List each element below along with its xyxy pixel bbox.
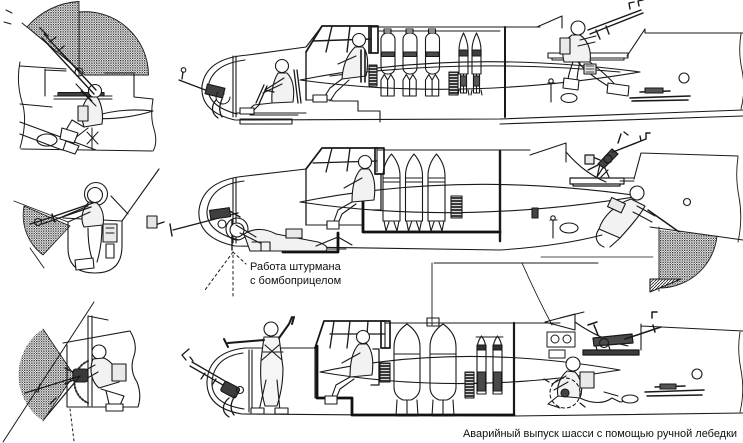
- svg-text:с бомбоприцелом: с бомбоприцелом: [250, 275, 341, 287]
- svg-text:Работа штурмана: Работа штурмана: [250, 261, 342, 273]
- svg-text:Аварийный выпуск шасси с помощ: Аварийный выпуск шасси с помощью ручной …: [463, 428, 737, 440]
